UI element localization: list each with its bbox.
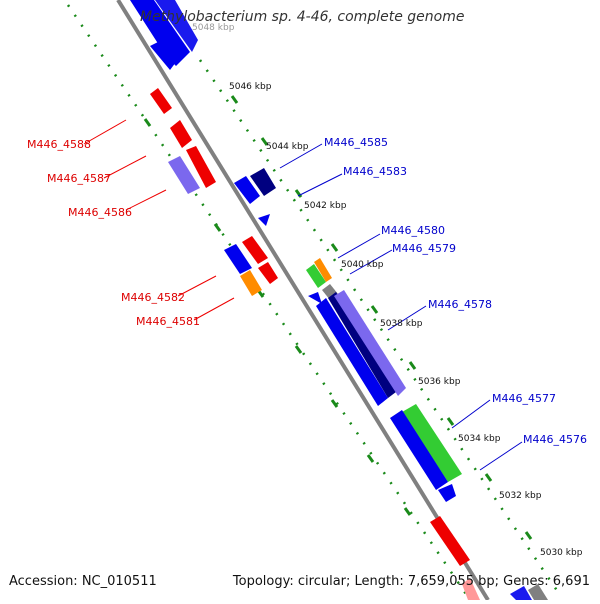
tick-label: 5046 kbp	[229, 82, 272, 92]
tick-label: 5044 kbp	[266, 142, 309, 152]
gene-arrow-M446_4580[interactable]	[306, 264, 326, 288]
gene-arrow-M446_4583[interactable]	[250, 168, 276, 196]
gene-arrow-M446_4581[interactable]	[240, 270, 262, 296]
gene-label-M446_4586[interactable]: M446_4586	[68, 206, 132, 219]
gene-arrow-M446_4576[interactable]	[390, 410, 448, 490]
gene-label-M446_4583[interactable]: M446_4583	[343, 165, 407, 178]
gene-arrow[interactable]	[528, 584, 548, 600]
genome-backbone	[116, 0, 490, 602]
gene-arrow-M446_4577[interactable]	[402, 404, 462, 482]
tick-label: 5034 kbp	[458, 434, 501, 444]
gene-arrow[interactable]	[258, 262, 278, 284]
gene-label-M446_4585[interactable]: M446_4585	[324, 136, 388, 149]
gene-arrow[interactable]	[186, 146, 216, 188]
gene-label-M446_4578[interactable]: M446_4578	[428, 298, 492, 311]
gene-arrow[interactable]	[150, 40, 176, 70]
gene-arrow[interactable]	[328, 292, 396, 398]
accession-text: Accession: NC_010511	[9, 574, 157, 589]
tick-label: 5040 kbp	[341, 260, 384, 270]
gene-label-M446_4580[interactable]: M446_4580	[381, 224, 445, 237]
gene-arrow-M446_4588[interactable]	[150, 88, 172, 114]
gene-arrow-M446_4582[interactable]	[224, 244, 252, 274]
gene-arrow[interactable]	[316, 298, 388, 406]
tick-label: 5036 kbp	[418, 377, 461, 387]
gene-arrow[interactable]	[130, 0, 190, 66]
tick-label: 5030 kbp	[540, 548, 583, 558]
gene-arrow-M446_4586[interactable]	[168, 156, 200, 194]
major-ticks	[143, 95, 533, 540]
forward-gene-labels: M446_4585 M446_4583 M446_4580 M446_4579 …	[324, 136, 587, 446]
gene-arrow-M446_4578[interactable]	[334, 290, 406, 396]
gene-arrow[interactable]	[242, 236, 268, 264]
reverse-gene-labels: M446_4588 M446_4587 M446_4586 M446_4582 …	[27, 138, 200, 328]
tick-label: 5032 kbp	[499, 491, 542, 501]
map-title: Methylobacterium sp. 4-46, complete geno…	[140, 9, 465, 25]
gene-label-M446_4579[interactable]: M446_4579	[392, 242, 456, 255]
gene-arrow[interactable]	[308, 292, 322, 304]
forward-genes	[130, 0, 548, 600]
topology-summary: Topology: circular; Length: 7,659,055 bp…	[232, 574, 590, 589]
gene-arrow-M446_4579[interactable]	[314, 258, 332, 282]
gene-label-M446_4587[interactable]: M446_4587	[47, 172, 111, 185]
tick-label: 5038 kbp	[380, 319, 423, 329]
reverse-genes	[150, 88, 480, 600]
gene-label-M446_4576[interactable]: M446_4576	[523, 433, 587, 446]
gene-arrow[interactable]	[462, 578, 480, 600]
gene-arrow[interactable]	[155, 0, 198, 52]
tick-labels: 5048 kbp 5046 kbp 5044 kbp 5042 kbp 5040…	[192, 23, 583, 558]
gene-arrow-M446_4587[interactable]	[170, 120, 192, 148]
gene-arrow[interactable]	[258, 214, 270, 226]
gene-label-M446_4581[interactable]: M446_4581	[136, 315, 200, 328]
gene-arrow-M446_4585[interactable]	[234, 176, 260, 204]
tick-label: 5048 kbp	[192, 23, 235, 33]
gene-label-M446_4577[interactable]: M446_4577	[492, 392, 556, 405]
gene-label-M446_4588[interactable]: M446_4588	[27, 138, 91, 151]
callout-lines	[83, 119, 523, 471]
gene-arrow[interactable]	[430, 516, 470, 566]
gene-arrow[interactable]	[510, 586, 532, 600]
gene-arrow[interactable]	[438, 484, 456, 502]
gene-label-M446_4582[interactable]: M446_4582	[121, 291, 185, 304]
tick-label: 5042 kbp	[304, 201, 347, 211]
